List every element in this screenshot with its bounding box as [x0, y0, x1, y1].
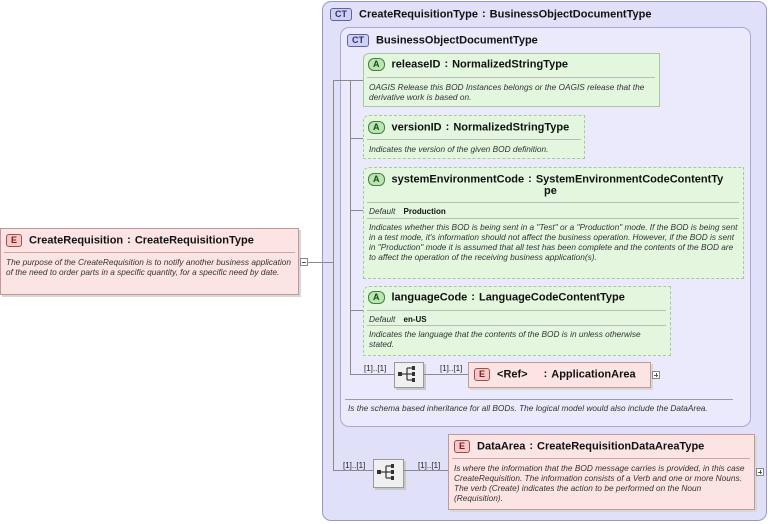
outer-complex-type-title: CT CreateRequisitionType:BusinessObjectDo… [330, 8, 651, 21]
attribute-doc: Indicates the language that the contents… [369, 329, 641, 349]
attribute-doc: Indicates the version of the given BOD d… [369, 144, 549, 154]
separator: : [127, 234, 131, 247]
attribute-languageCode[interactable] [363, 286, 671, 356]
complex-type-icon: CT [347, 34, 369, 47]
default-value: Production [403, 207, 446, 216]
root-element-title: E CreateRequisition:CreateRequisitionType [6, 234, 254, 247]
inner-type-name: BusinessObjectDocumentType [376, 34, 538, 47]
outer-type-name: CreateRequisitionType [359, 8, 478, 21]
element-DataArea[interactable] [448, 434, 755, 510]
separator: : [482, 8, 486, 21]
attribute-name: releaseID [391, 58, 441, 71]
default-label: Default [369, 206, 396, 216]
root-name: CreateRequisition [29, 234, 124, 247]
attribute-type: NormalizedStringType [453, 121, 570, 134]
element-icon: E [454, 440, 471, 453]
root-type: CreateRequisitionType [134, 234, 254, 247]
default-row: Default en-US [369, 314, 427, 324]
attribute-type: NormalizedStringType [452, 58, 569, 71]
default-value: en-US [403, 315, 427, 324]
attribute-versionID[interactable] [363, 115, 585, 159]
separator: : [543, 368, 548, 381]
root-element[interactable] [0, 228, 299, 295]
element-title: E DataArea: CreateRequisitionDataAreaType [454, 440, 704, 453]
multiplicity-label: [1]..[1] [418, 461, 441, 470]
attribute-doc: OAGIS Release this BOD Instances belongs… [369, 82, 645, 102]
sequence-icon[interactable] [373, 459, 404, 488]
expand-toggle[interactable] [652, 371, 660, 379]
attribute-type: SystemEnvironmentCodeContentTy [535, 173, 724, 186]
element-icon: E [474, 368, 491, 381]
element-type: CreateRequisitionDataAreaType [537, 440, 705, 453]
element-name: DataArea [477, 440, 526, 453]
separator: : [444, 58, 449, 71]
inner-doc: Is the schema based inheritance for all … [348, 403, 708, 413]
default-row: Default Production [369, 206, 446, 216]
attribute-icon: A [368, 58, 385, 71]
attribute-name: versionID [391, 121, 442, 134]
multiplicity-label: [1]..[1] [343, 461, 366, 470]
expand-toggle[interactable] [756, 468, 764, 476]
attribute-icon: A [368, 173, 385, 186]
attribute-name: systemEnvironmentCode [391, 173, 525, 186]
outer-base-type: BusinessObjectDocumentType [489, 8, 652, 21]
multiplicity-label: [1]..[1] [440, 364, 463, 373]
attribute-icon: A [368, 291, 385, 304]
inner-complex-type-title: CT BusinessObjectDocumentType [347, 34, 538, 47]
separator: : [529, 440, 533, 453]
element-doc: Is where the information that the BOD me… [454, 463, 745, 503]
element-ApplicationArea[interactable] [468, 362, 651, 388]
separator: : [471, 291, 475, 304]
complex-type-icon: CT [330, 8, 352, 21]
attribute-type: LanguageCodeContentType [478, 291, 625, 304]
sequence-icon[interactable] [394, 362, 424, 388]
ref-label: <Ref> [497, 368, 528, 381]
collapse-toggle[interactable] [300, 258, 308, 266]
element-icon: E [6, 234, 23, 247]
attribute-doc: Indicates whether this BOD is being sent… [369, 222, 738, 262]
separator: : [528, 173, 532, 186]
attribute-icon: A [368, 121, 385, 134]
multiplicity-label: [1]..[1] [364, 364, 387, 373]
attribute-releaseID[interactable] [363, 53, 660, 107]
element-title: E <Ref>:ApplicationArea [474, 368, 636, 381]
element-type: ApplicationArea [551, 368, 636, 381]
root-doc: The purpose of the CreateRequisition is … [6, 257, 292, 277]
attribute-name: languageCode [391, 291, 468, 304]
default-label: Default [369, 314, 396, 324]
attribute-systemEnvironmentCode[interactable] [363, 167, 744, 279]
separator: : [445, 121, 450, 134]
attribute-type-continued: pe [544, 185, 557, 197]
